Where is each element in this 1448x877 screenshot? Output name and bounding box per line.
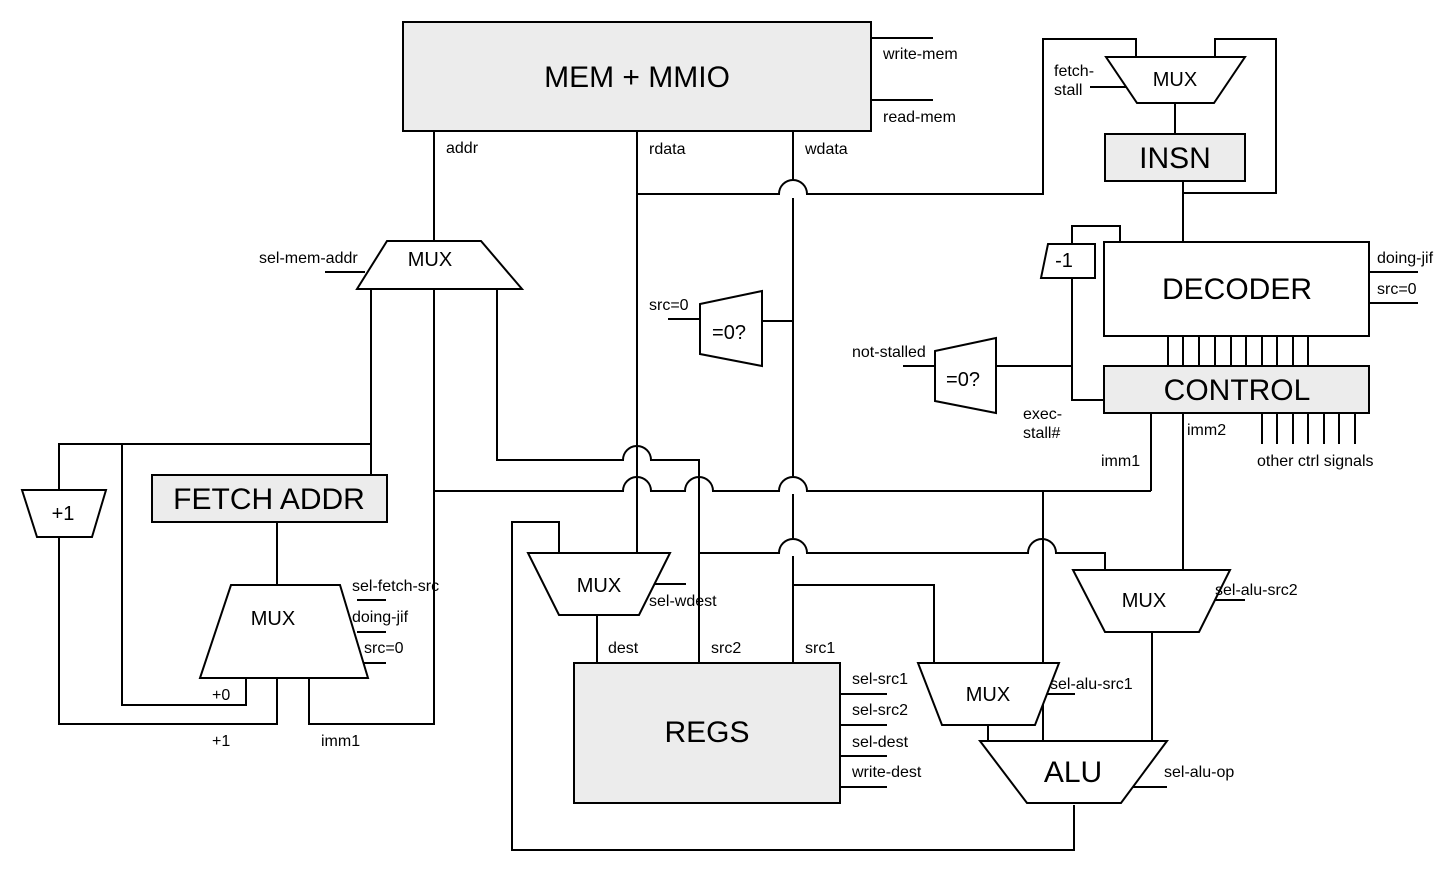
- stall-zero-test: =0?: [934, 336, 997, 415]
- mem-mmio-label: MEM + MMIO: [544, 61, 730, 94]
- doing-jif-fetch-label: doing-jif: [352, 609, 409, 626]
- sel-alu-op-label: sel-alu-op: [1164, 764, 1234, 781]
- src0-decoder-label: src=0: [1377, 281, 1417, 298]
- alu-src1-mux-label: MUX: [966, 684, 1010, 706]
- plus-one-box: +1: [20, 489, 108, 538]
- wdata-label: wdata: [804, 141, 848, 158]
- fetch-src-mux-label: MUX: [251, 608, 295, 630]
- not-stalled-label: not-stalled: [852, 344, 926, 361]
- regs-block: REGS: [573, 662, 841, 804]
- mem-addr-mux: MUX: [355, 240, 525, 290]
- alu-src1-mux: MUX: [916, 662, 1061, 726]
- minus-one-box: -1: [1039, 243, 1096, 279]
- sel-alu-src2-label: sel-alu-src2: [1215, 582, 1298, 599]
- alu-block: ALU: [977, 740, 1169, 804]
- wires: [58, 37, 1418, 851]
- insn-block: INSN: [1104, 133, 1246, 182]
- src0-test-label: src=0: [649, 297, 689, 314]
- fetch-stall-label-2: stall: [1054, 82, 1082, 99]
- alu-src2-mux-label: MUX: [1122, 590, 1166, 612]
- read-mem-label: read-mem: [883, 109, 956, 126]
- signal-labels: write-mem read-mem addr rdata wdata fetc…: [212, 46, 1434, 781]
- src0-fetch-label: src=0: [364, 640, 404, 657]
- imm1-control-label: imm1: [1101, 453, 1140, 470]
- fetch-stall-label-1: fetch-: [1054, 63, 1094, 80]
- wdest-mux: MUX: [526, 552, 672, 616]
- exec-stall-label-1: exec-: [1023, 406, 1062, 423]
- sel-fetch-src-label: sel-fetch-src: [352, 578, 439, 595]
- mem-addr-mux-label: MUX: [408, 249, 452, 271]
- src2-label: src2: [711, 640, 741, 657]
- write-mem-label: write-mem: [882, 46, 958, 63]
- control-label: CONTROL: [1164, 374, 1311, 407]
- regs-label: REGS: [664, 716, 749, 749]
- sel-alu-src1-label: sel-alu-src1: [1050, 676, 1133, 693]
- src1-label: src1: [805, 640, 835, 657]
- sel-wdest-label: sel-wdest: [649, 593, 717, 610]
- minus-one-label: -1: [1055, 250, 1073, 272]
- sel-mem-addr-label: sel-mem-addr: [259, 250, 358, 267]
- write-dest-label: write-dest: [851, 764, 922, 781]
- plus0-label: +0: [212, 687, 230, 704]
- fetch-src-mux: MUX: [198, 584, 370, 679]
- exec-stall-label-2: stall#: [1023, 425, 1060, 442]
- control-block: CONTROL: [1103, 365, 1370, 414]
- fetch-addr-block: FETCH ADDR: [151, 474, 388, 523]
- plus1-label: +1: [212, 733, 230, 750]
- imm2-label: imm2: [1187, 422, 1226, 439]
- doing-jif-decoder-label: doing-jif: [1377, 250, 1434, 267]
- plus-one-label: +1: [52, 503, 75, 525]
- decoder-label: DECODER: [1162, 273, 1312, 306]
- fetch-addr-label: FETCH ADDR: [173, 483, 365, 516]
- other-ctrl-label: other ctrl signals: [1257, 453, 1374, 470]
- rdata-label: rdata: [649, 141, 686, 158]
- src-zero-test-label: =0?: [712, 322, 746, 344]
- src-zero-test: =0?: [699, 289, 763, 368]
- stall-zero-test-label: =0?: [946, 369, 980, 391]
- alu-src2-mux: MUX: [1071, 569, 1232, 633]
- imm1-fetch-label: imm1: [321, 733, 360, 750]
- alu-label: ALU: [1044, 756, 1102, 789]
- decoder-block: DECODER: [1103, 241, 1370, 337]
- wdest-mux-label: MUX: [577, 575, 621, 597]
- mem-mmio-block: MEM + MMIO: [402, 21, 872, 132]
- sel-src1-label: sel-src1: [852, 671, 908, 688]
- insn-mux: MUX: [1104, 56, 1247, 104]
- insn-mux-label: MUX: [1153, 69, 1197, 91]
- sel-dest-label: sel-dest: [852, 734, 909, 751]
- addr-label: addr: [446, 140, 479, 157]
- sel-src2-label: sel-src2: [852, 702, 908, 719]
- insn-label: INSN: [1139, 142, 1211, 175]
- dest-label: dest: [608, 640, 639, 657]
